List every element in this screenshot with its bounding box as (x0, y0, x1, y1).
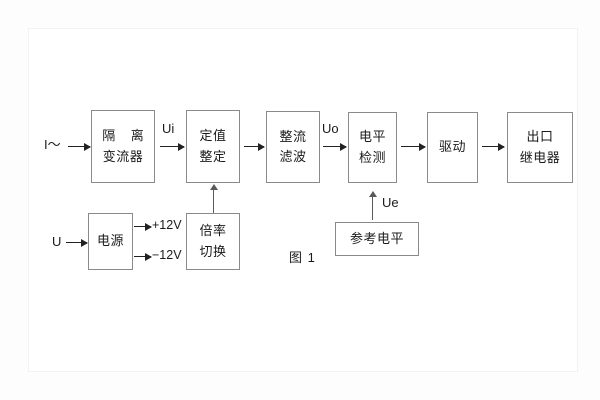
arrow-reference-to-level (368, 191, 377, 220)
block-reference-level: 参考电平 (335, 222, 419, 256)
voltage-input-label: U (52, 234, 62, 249)
block-level-detection-line1: 电平 (358, 129, 386, 145)
current-input-label: I～ (44, 137, 61, 152)
block-setting-adjustment-line1: 定值 (199, 128, 227, 144)
block-output-relay: 出口 继电器 (507, 112, 573, 183)
signal-ui-label: Ui (162, 121, 175, 136)
arrow-level-to-drive (401, 142, 426, 151)
block-setting-adjustment: 定值 整定 (186, 110, 240, 183)
rail-negative-12v-label: −12V (152, 248, 182, 262)
block-multiplier-switch-line2: 切换 (199, 243, 227, 259)
arrow-voltage-to-power (74, 238, 88, 247)
figure-frame (28, 28, 578, 372)
signal-ue-label: Ue (382, 195, 399, 210)
block-drive-line1: 驱动 (438, 139, 466, 155)
block-level-detection-line2: 检测 (358, 149, 386, 165)
arrow-current-to-isolation (68, 142, 91, 151)
arrow-drive-to-relay (482, 142, 505, 151)
rail-positive-12v-label: +12V (152, 218, 182, 232)
block-multiplier-switch: 倍率 切换 (186, 213, 240, 270)
figure-caption: 图 1 (289, 250, 316, 265)
block-rectifier-filter: 整流 滤波 (266, 111, 320, 183)
block-rectifier-filter-line2: 滤波 (279, 149, 307, 164)
arrow-rail-positive-12v (134, 222, 152, 231)
arrow-setting-to-rectifier (244, 142, 265, 151)
stub-voltage-input (66, 242, 74, 243)
signal-uo-label: Uo (322, 121, 339, 136)
block-drive: 驱动 (427, 112, 478, 183)
block-power-supply-line1: 电源 (96, 233, 124, 249)
block-reference-level-line1: 参考电平 (349, 230, 404, 246)
block-level-detection: 电平 检测 (348, 112, 397, 183)
arrow-isolation-to-setting (160, 142, 185, 151)
arrow-rail-negative-12v (134, 252, 152, 261)
block-multiplier-switch-line1: 倍率 (199, 223, 227, 239)
block-isolation-transformer: 隔 离 变流器 (91, 110, 155, 183)
block-output-relay-line2: 继电器 (519, 149, 561, 165)
block-setting-adjustment-line2: 整定 (199, 148, 227, 164)
block-rectifier-filter-line1: 整流 (279, 128, 307, 144)
arrow-multiplier-to-setting (209, 184, 218, 213)
arrow-rectifier-to-level (323, 142, 347, 151)
block-power-supply: 电源 (88, 213, 133, 270)
block-output-relay-line1: 出口 (526, 129, 554, 145)
block-isolation-transformer-line2: 变流器 (102, 148, 144, 164)
block-isolation-transformer-line1: 隔 离 (102, 128, 150, 144)
